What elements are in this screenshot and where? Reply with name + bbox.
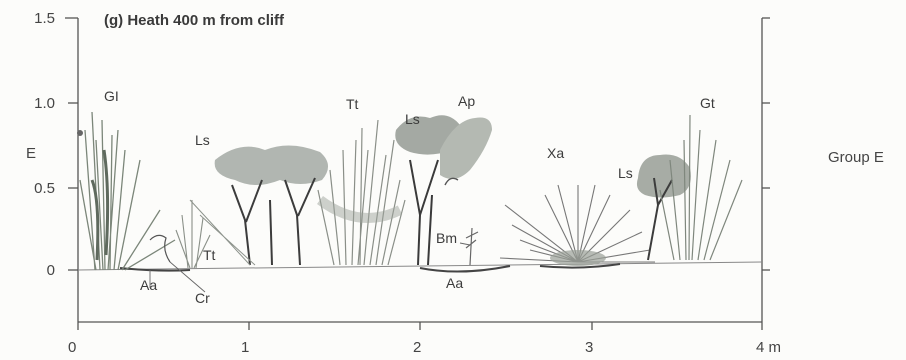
y-axis-label: E (26, 145, 36, 162)
plant-label-ls: Ls (405, 111, 420, 127)
grass-clump-gi (77, 112, 175, 270)
plant-label-gi: GI (104, 88, 119, 104)
plant-label-cr: Cr (195, 290, 210, 306)
x-tick-label: 3 (585, 339, 593, 356)
plant-label-aa: Aa (446, 275, 463, 291)
group-bracket: Group E (762, 18, 884, 322)
y-axis: 1.5 1.0 0.5 0 E (26, 10, 78, 322)
plant-labels: GI Ls Tt Ls Ap Xa Ls Gt Bm Tt Aa Cr Aa (104, 88, 715, 306)
plant-label-ap: Ap (458, 93, 475, 109)
group-label: Group E (828, 149, 884, 166)
y-tick-label: 0 (47, 262, 55, 279)
x-tick-label: 1 (241, 339, 249, 356)
plant-label-ls: Ls (195, 132, 210, 148)
x-tick-label: 2 (413, 339, 421, 356)
plant-label-aa: Aa (140, 277, 157, 293)
y-tick-label: 1.5 (34, 10, 55, 27)
ground-line (78, 262, 762, 272)
plant-label-gt: Gt (700, 95, 715, 111)
plant-bm (466, 228, 478, 265)
y-tick-label: 1.0 (34, 95, 55, 112)
plant-label-tt: Tt (203, 247, 216, 263)
plant-label-tt: Tt (346, 96, 359, 112)
x-axis: 0 1 2 3 4 m (68, 322, 781, 356)
plant-label-xa: Xa (547, 145, 564, 161)
plant-label-ls: Ls (618, 165, 633, 181)
panel-title: (g) Heath 400 m from cliff (104, 12, 285, 29)
x-tick-label: 0 (68, 339, 76, 356)
y-tick-label: 0.5 (34, 180, 55, 197)
grass-clump-gt (660, 115, 742, 260)
x-tick-label: 4 m (756, 339, 781, 356)
grass-tt-tall (318, 120, 405, 265)
grass-tree-xa (500, 185, 655, 266)
plant-label-bm: Bm (436, 230, 457, 246)
